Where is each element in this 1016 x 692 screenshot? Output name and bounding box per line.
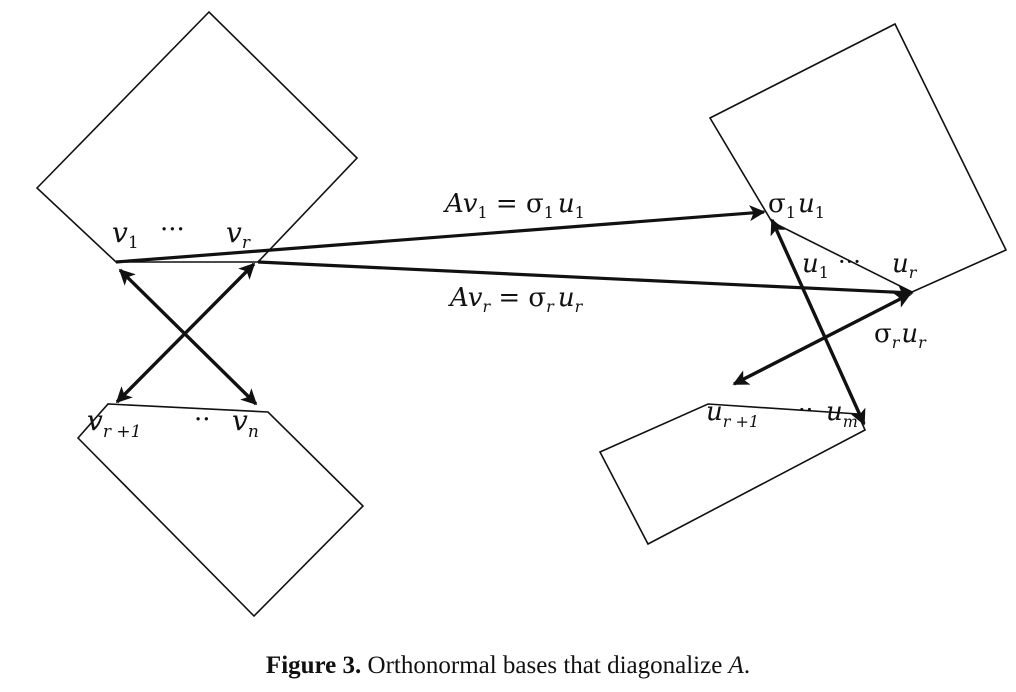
column-space-plane [708,22,1008,293]
label-u1: u1 [802,249,829,282]
label-um: um [826,397,858,431]
label-v-dots-top: ··· [160,215,185,245]
label-v-dots-bottom: ·· [194,405,211,435]
caption-text: Orthonormal bases that diagonalize [361,652,729,679]
label-vr: vr [226,216,251,253]
arrow-Av1 [115,205,766,264]
label-vn: vn [232,404,259,442]
label-sigma1-u1: σ1u1 [768,189,825,222]
caption-label: Figure 3. [265,652,362,679]
arrow-v1-to-vn [118,268,258,406]
label-v1: v1 [112,216,139,253]
label-u-dots-top: ··· [838,248,861,276]
label-vr1: vr +1 [87,404,141,442]
nullspace-plane [76,403,365,618]
row-space-plane [35,10,359,263]
arrow-ur-to-ur1 [732,292,912,386]
figure-caption: Figure 3. Orthonormal bases that diagona… [0,652,1016,680]
label-ur1: ur +1 [706,397,759,431]
label-ur: ur [892,249,918,282]
label-sigmar-ur: σrur [874,319,927,352]
caption-end: . [743,652,751,679]
label-u-dots-bottom: ·· [798,396,813,424]
caption-symbol: A [728,652,744,679]
arrow-vr-to-vr1 [115,262,256,404]
